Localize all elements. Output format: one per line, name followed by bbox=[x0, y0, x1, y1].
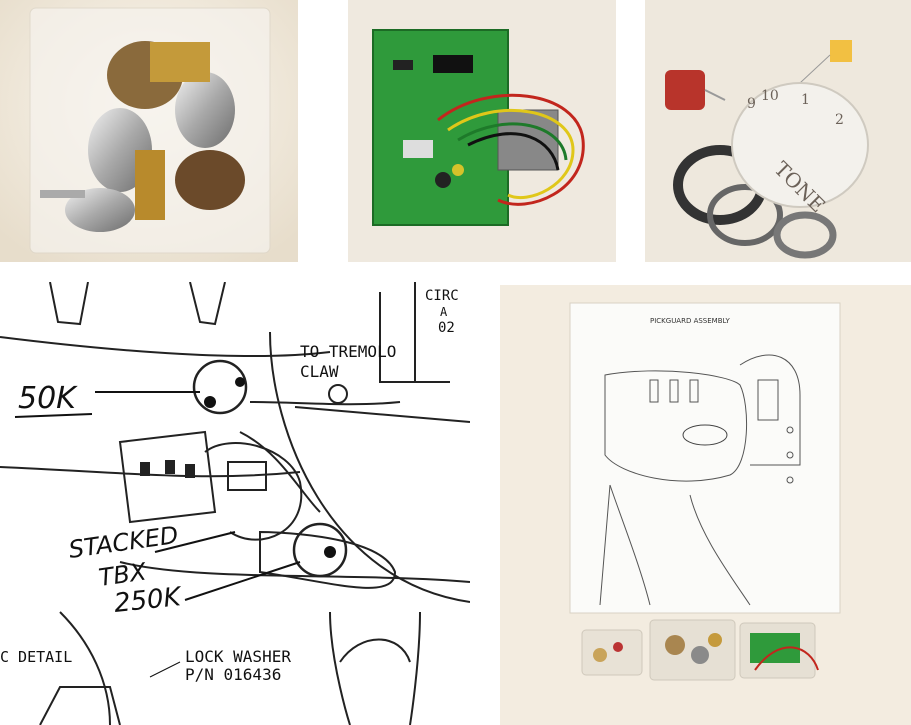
switch-symbol bbox=[227, 461, 267, 491]
tone-knob-image: TONE 9 10 1 2 bbox=[645, 0, 911, 262]
wiring-diagram-drawing: TO TREMOLO CLAW CIRC A 02 50K STACKED TB… bbox=[0, 282, 470, 725]
pots-bag-image bbox=[0, 0, 298, 262]
pot-250k-label: 250K bbox=[113, 582, 184, 619]
lock-washer-line1: LOCK WASHER bbox=[185, 647, 291, 666]
photo-pots-bag bbox=[0, 0, 298, 262]
pot-50k-symbol bbox=[192, 359, 248, 415]
kit-bags bbox=[581, 619, 819, 681]
tremolo-label-line1: TO TREMOLO bbox=[300, 342, 396, 361]
photo-circuit-board bbox=[348, 0, 616, 262]
detail-label: C DETAIL bbox=[0, 648, 72, 666]
photo-pickguard-sheet: PICKGUARD ASSEMBLY bbox=[500, 285, 911, 725]
knob-number-10: 10 bbox=[761, 88, 779, 104]
knob-number-9: 9 bbox=[747, 96, 756, 112]
pickguard-sheet-image: PICKGUARD ASSEMBLY bbox=[500, 285, 911, 725]
pot-50k-label: 50K bbox=[18, 381, 78, 416]
lock-washer-line2: P/N 016436 bbox=[185, 665, 281, 684]
stacked-label-line2: TBX bbox=[97, 558, 149, 592]
circ-sub1: A bbox=[440, 305, 448, 319]
knob-number-1: 1 bbox=[801, 92, 810, 108]
knob-number-2: 2 bbox=[835, 112, 844, 128]
circ-label: CIRC bbox=[425, 288, 459, 304]
photo-tone-knob: TONE 9 10 1 2 bbox=[645, 0, 911, 262]
sheet-title: PICKGUARD ASSEMBLY bbox=[650, 317, 730, 325]
pot-250k-symbol bbox=[292, 522, 348, 578]
wiring-diagram-closeup: TO TREMOLO CLAW CIRC A 02 50K STACKED TB… bbox=[0, 282, 470, 725]
tremolo-label-line2: CLAW bbox=[300, 362, 339, 381]
circ-sub2: 02 bbox=[438, 320, 455, 336]
circuit-board-image bbox=[348, 0, 616, 262]
